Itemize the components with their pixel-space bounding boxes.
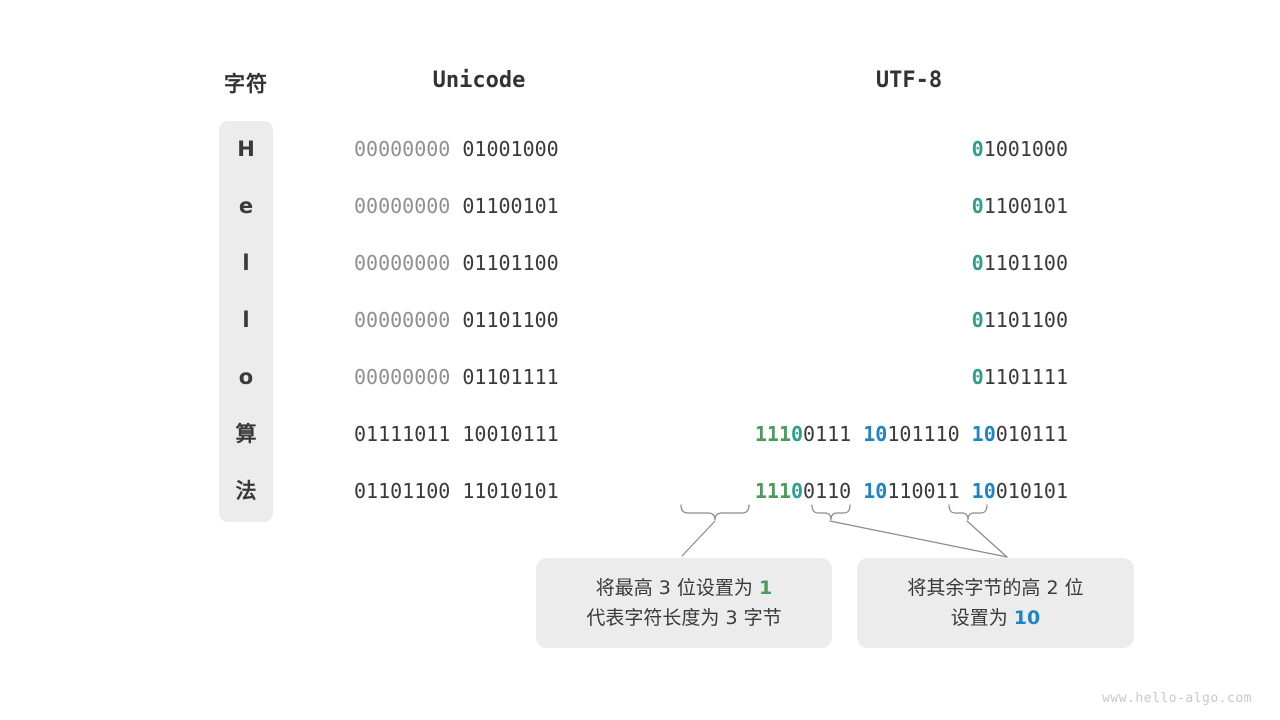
unicode-bits-cell: 00000000 01101111: [354, 349, 607, 406]
byte-separator: [450, 308, 462, 332]
utf8-bits-cell: 01101111: [679, 349, 1068, 406]
unicode-low-byte: 10010111: [462, 422, 559, 446]
utf8-byte1-payload: 1101100: [983, 308, 1068, 332]
callout-2-line-1: 将其余字节的高 2 位: [907, 577, 1084, 599]
unicode-high-byte: 00000000: [354, 308, 451, 332]
unicode-high-byte: 01101100: [354, 479, 451, 503]
unicode-high-byte: 01111011: [354, 422, 451, 446]
callout-2-line-2: 设置为 10: [951, 603, 1041, 633]
character-cell: 算: [235, 422, 257, 446]
unicode-low-byte: 01101100: [462, 308, 559, 332]
unicode-low-byte: 01101100: [462, 251, 559, 275]
unicode-high-byte: 00000000: [354, 137, 451, 161]
utf8-byte1-flag-bit: 0: [791, 422, 804, 446]
callout-1-line-2: 代表字符长度为 3 字节: [586, 607, 782, 629]
unicode-low-byte: 01100101: [462, 194, 559, 218]
utf8-byte1-flag-bit: 0: [971, 365, 984, 389]
byte-separator: [450, 365, 462, 389]
callout-leading-bits: 将最高 3 位设置为 1 代表字符长度为 3 字节: [536, 558, 832, 648]
utf8-byte1-length-marker: 111: [754, 422, 791, 446]
unicode-high-byte: 00000000: [354, 365, 451, 389]
utf8-bits-cell: 01101100: [679, 292, 1068, 349]
column-header-character: 字符: [224, 72, 268, 96]
site-watermark: www.hello-algo.com: [1102, 691, 1252, 706]
utf8-byte1-payload: 1101100: [983, 251, 1068, 275]
byte-separator: [960, 479, 972, 503]
utf8-byte1-flag-bit: 0: [971, 251, 984, 275]
utf8-byte2-continuation-marker: 10: [863, 479, 888, 503]
utf8-byte3-continuation-marker: 10: [971, 422, 996, 446]
column-header-unicode: Unicode: [432, 68, 526, 93]
utf8-byte2-continuation-marker: 10: [863, 422, 888, 446]
utf8-byte1-payload: 0111: [803, 422, 852, 446]
utf8-byte3-continuation-marker: 10: [971, 479, 996, 503]
unicode-bits-cell: 01111011 10010111: [354, 406, 607, 463]
character-cell: o: [238, 365, 254, 389]
unicode-bits-cell: 00000000 01001000: [354, 121, 607, 178]
callout-1-line-1-text: 将最高 3 位设置为: [595, 577, 759, 599]
leader-line-1: [681, 520, 716, 557]
callout-1-highlight-value: 1: [758, 577, 773, 599]
unicode-low-byte: 01101111: [462, 365, 559, 389]
utf8-byte3-payload: 010111: [995, 422, 1068, 446]
character-column-panel: [219, 121, 273, 522]
utf8-byte1-payload: 1101111: [983, 365, 1068, 389]
utf8-bits-cell: 01101100: [679, 235, 1068, 292]
utf8-byte1-flag-bit: 0: [971, 194, 984, 218]
character-cell: l: [242, 308, 250, 332]
callout-2-highlight-value: 10: [1013, 607, 1041, 629]
unicode-bits-cell: 00000000 01101100: [354, 292, 607, 349]
unicode-high-byte: 00000000: [354, 251, 451, 275]
byte-separator: [450, 194, 462, 218]
unicode-bits-cell: 01101100 11010101: [354, 463, 607, 520]
byte-separator: [851, 422, 863, 446]
byte-separator: [851, 479, 863, 503]
callout-continuation-bits: 将其余字节的高 2 位 设置为 10: [857, 558, 1134, 648]
character-cell: H: [237, 137, 255, 161]
byte-separator: [450, 137, 462, 161]
character-cell: e: [238, 194, 254, 218]
utf8-byte3-payload: 010101: [995, 479, 1068, 503]
leader-line-2: [829, 520, 1008, 558]
utf8-bits-cell: 01001000: [679, 121, 1068, 178]
utf8-bits-cell: 11100110 10110011 10010101: [679, 463, 1068, 520]
byte-separator: [450, 479, 462, 503]
utf8-byte1-flag-bit: 0: [971, 137, 984, 161]
utf8-byte2-payload: 110011: [887, 479, 960, 503]
unicode-low-byte: 01001000: [462, 137, 559, 161]
byte-separator: [450, 251, 462, 275]
character-cell: l: [242, 251, 250, 275]
utf8-byte2-payload: 101110: [887, 422, 960, 446]
utf8-byte1-payload: 1100101: [983, 194, 1068, 218]
character-cell: 法: [235, 479, 257, 503]
leader-line-3: [966, 520, 1008, 558]
column-header-utf8: UTF-8: [875, 68, 943, 93]
unicode-high-byte: 00000000: [354, 194, 451, 218]
callout-1-line-1: 将最高 3 位设置为 1: [596, 573, 772, 603]
byte-separator: [960, 422, 972, 446]
utf8-byte1-length-marker: 111: [754, 479, 791, 503]
utf8-byte1-flag-bit: 0: [971, 308, 984, 332]
byte-separator: [450, 422, 462, 446]
utf8-bits-cell: 01100101: [679, 178, 1068, 235]
utf8-byte1-flag-bit: 0: [791, 479, 804, 503]
callout-2-line-2-text: 设置为: [950, 607, 1014, 629]
unicode-bits-cell: 00000000 01101100: [354, 235, 607, 292]
unicode-low-byte: 11010101: [462, 479, 559, 503]
utf8-byte1-payload: 1001000: [983, 137, 1068, 161]
utf8-byte1-payload: 0110: [803, 479, 852, 503]
unicode-bits-cell: 00000000 01100101: [354, 178, 607, 235]
utf8-bits-cell: 11100111 10101110 10010111: [679, 406, 1068, 463]
